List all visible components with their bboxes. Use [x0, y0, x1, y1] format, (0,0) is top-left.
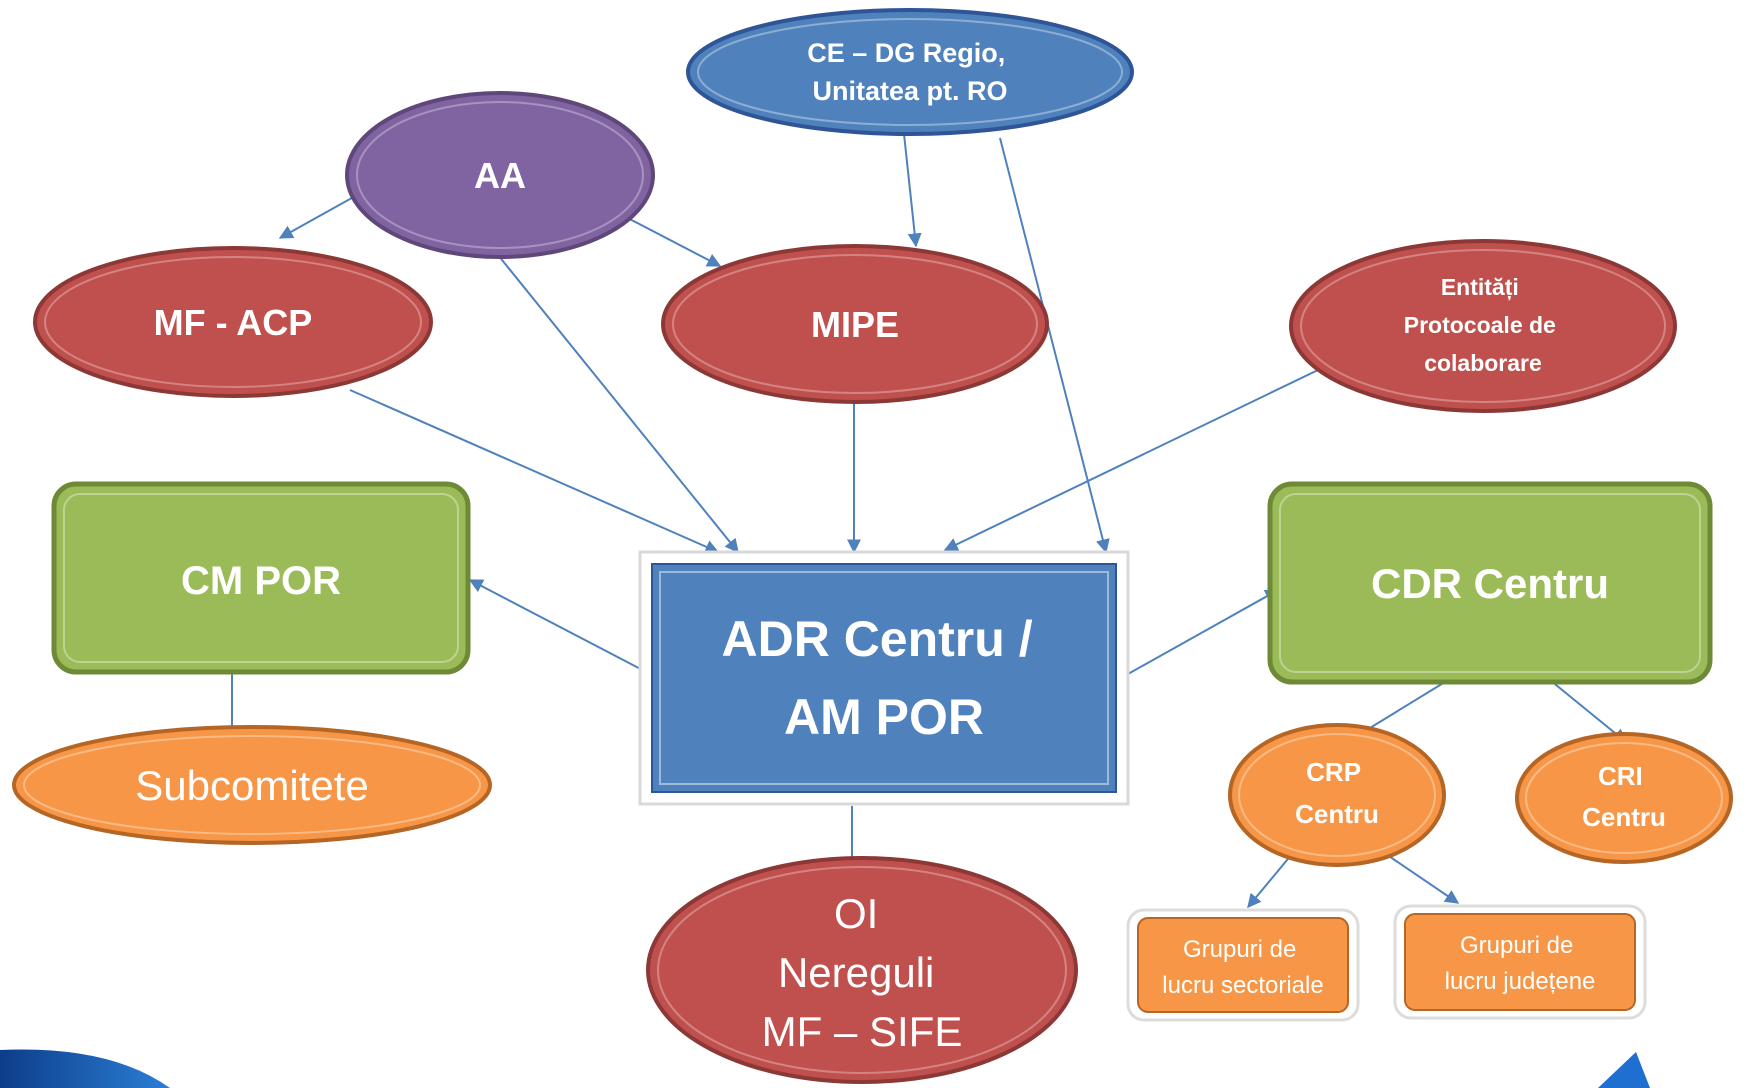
node-cri-centru-line-2: Centru	[1582, 802, 1666, 832]
node-crp-centru: CRP Centru	[1228, 723, 1446, 867]
node-grupuri-sectoriale-line-1: Grupuri de	[1183, 936, 1296, 963]
node-aa: AA	[345, 91, 655, 259]
node-cdr-centru: CDR Centru	[1267, 481, 1713, 685]
node-oi-line-3: MF – SIFE	[762, 1008, 963, 1055]
svg-text:Entități Protocoale de: Entități Protocoale de colaborare	[1404, 274, 1563, 376]
node-mipe: MIPE	[661, 244, 1049, 404]
node-grupuri-judetene-line-2: lucru județene	[1445, 968, 1596, 995]
decorative-swoosh-left	[0, 1049, 170, 1088]
svg-text:OI Nereguli MF – S: OI Nereguli MF – SIFE	[762, 890, 963, 1055]
node-crp-centru-line-1: CRP	[1306, 757, 1361, 787]
node-subcomitete: Subcomitete	[12, 725, 492, 845]
node-grupuri-sectoriale-line-2: lucru sectoriale	[1162, 972, 1323, 999]
node-grupuri-judetene: Grupuri de lucru județene	[1393, 904, 1647, 1020]
arrow-ce-dg-regio-to-mipe	[903, 133, 922, 248]
node-adr-centru-line-1: ADR Centru /	[721, 611, 1032, 667]
svg-text:Grupuri de lucru județen: Grupuri de lucru județene	[1445, 932, 1596, 995]
svg-text:CE – DG Regio, Unitatea: CE – DG Regio, Unitatea pt. RO	[807, 38, 1013, 106]
node-subcomitete-label: Subcomitete	[135, 762, 368, 809]
node-cm-por-label: CM POR	[181, 559, 341, 603]
svg-text:ADR Centru / AM POR: ADR Centru / AM POR	[721, 611, 1046, 745]
node-oi: OI Nereguli MF – SIFE	[646, 856, 1078, 1084]
node-oi-line-2: Nereguli	[778, 949, 934, 996]
node-adr-centru-line-2: AM POR	[784, 689, 984, 745]
node-adr-centru: ADR Centru / AM POR	[638, 550, 1130, 806]
node-entitati-line-2: Protocoale de	[1404, 312, 1556, 338]
decorative-swoosh-right	[1598, 1052, 1650, 1088]
node-cm-por: CM POR	[51, 481, 471, 675]
node-cri-centru: CRI Centru	[1515, 732, 1733, 864]
arrow-mf-acp-to-adr-centru	[349, 389, 720, 554]
node-entitati-line-3: colaborare	[1424, 350, 1542, 376]
node-entitati-line-1: Entități	[1441, 274, 1519, 301]
arrow-aa-to-mipe	[619, 213, 722, 267]
node-cdr-centru-label: CDR Centru	[1371, 560, 1609, 607]
arrow-adr-centru-to-cdr-centru	[1127, 589, 1280, 675]
svg-text:CRI Centru: CRI Centru	[1582, 761, 1666, 832]
node-crp-centru-line-2: Centru	[1295, 799, 1379, 829]
arrow-ce-dg-regio-to-adr-centru	[999, 137, 1110, 554]
arrow-aa-to-adr-centru	[497, 254, 739, 554]
node-aa-label: AA	[474, 155, 526, 196]
arrow-entitati-to-adr-centru	[943, 369, 1319, 551]
arrow-cdr-centru-to-cri-centru	[1544, 675, 1628, 743]
node-grupuri-sectoriale: Grupuri de lucru sectoriale	[1126, 908, 1360, 1022]
node-ce-dg-regio-line-2: Unitatea pt. RO	[812, 76, 1007, 106]
node-ce-dg-regio: CE – DG Regio, Unitatea pt. RO	[686, 8, 1134, 136]
node-mipe-label: MIPE	[811, 304, 899, 345]
node-cri-centru-line-1: CRI	[1598, 761, 1643, 791]
node-grupuri-judetene-line-1: Grupuri de	[1460, 932, 1573, 959]
node-mf-acp-label: MF - ACP	[154, 302, 313, 343]
node-entitati: Entități Protocoale de colaborare	[1289, 239, 1677, 413]
svg-text:CRP Centru: CRP Centru	[1295, 757, 1379, 829]
node-mf-acp: MF - ACP	[33, 246, 433, 398]
svg-text:Grupuri de lucru sectori: Grupuri de lucru sectoriale	[1162, 936, 1323, 999]
node-ce-dg-regio-line-1: CE – DG Regio,	[807, 38, 1005, 68]
node-oi-line-1: OI	[834, 890, 878, 937]
arrow-adr-centru-to-cm-por	[468, 579, 653, 676]
